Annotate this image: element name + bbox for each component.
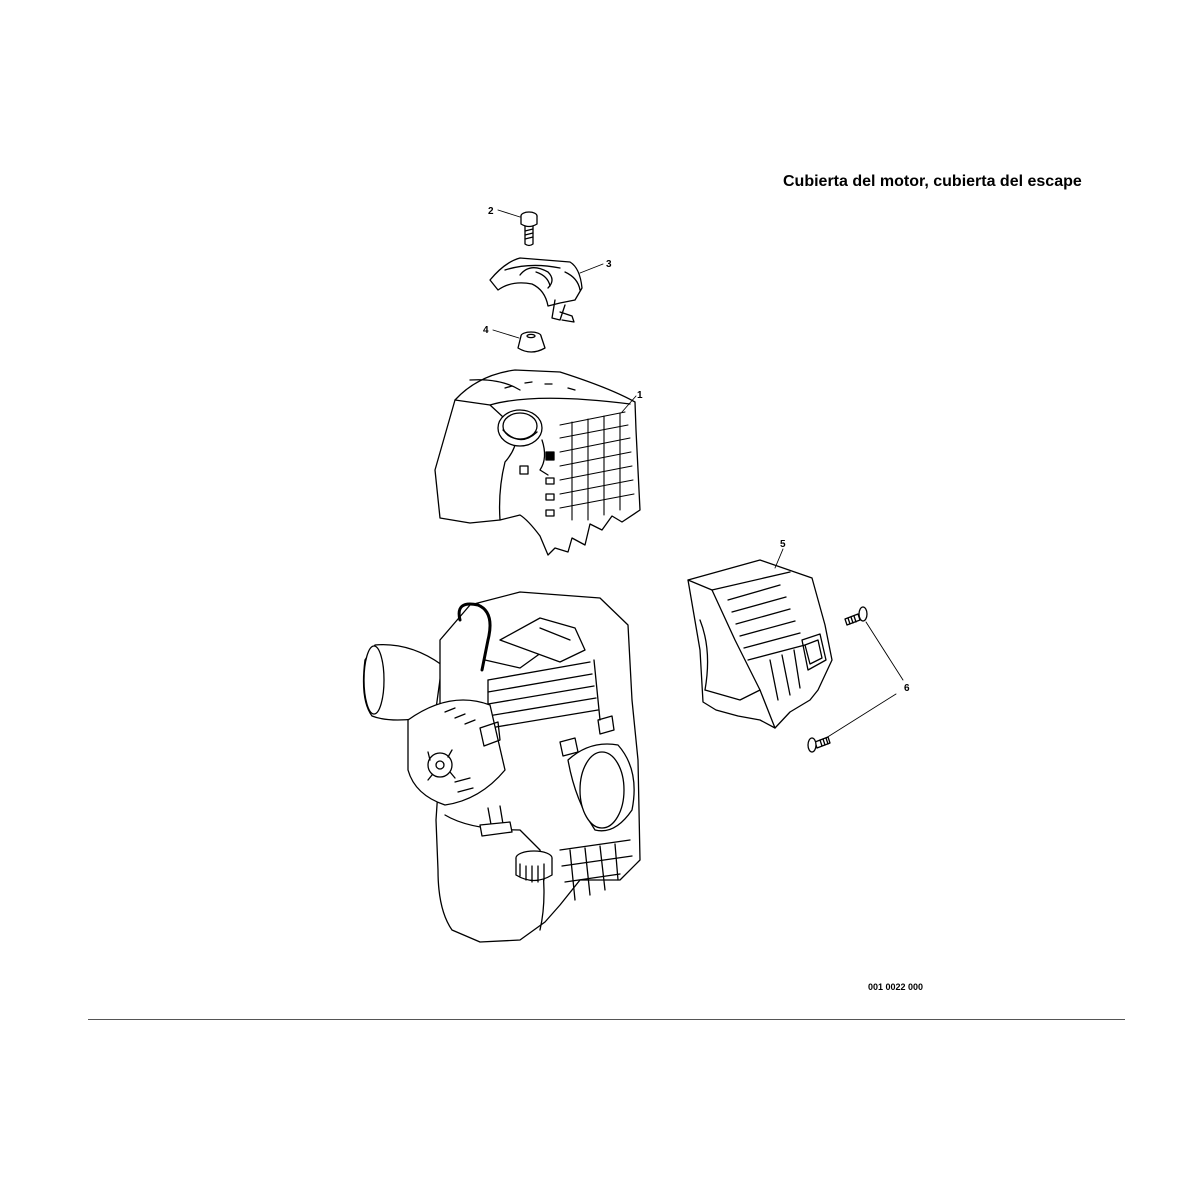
callout-6: 6 bbox=[904, 683, 910, 694]
callout-3: 3 bbox=[606, 259, 612, 270]
callout-1: 1 bbox=[637, 390, 643, 401]
callout-4: 4 bbox=[483, 325, 489, 336]
callout-labels: 2 3 4 1 5 6 bbox=[483, 206, 910, 694]
page-title: Cubierta del motor, cubierta del escape bbox=[783, 173, 1082, 190]
part-3-cover-cap bbox=[489, 257, 583, 323]
part-2-bolt bbox=[520, 211, 538, 247]
callout-2: 2 bbox=[488, 206, 494, 217]
callout-5: 5 bbox=[780, 539, 786, 550]
part-6-bolts bbox=[807, 606, 868, 753]
part-5-muffler-guard bbox=[687, 559, 833, 729]
part-1-engine-cover bbox=[434, 369, 641, 556]
footer-divider bbox=[88, 1019, 1125, 1020]
engine-assembly bbox=[362, 591, 641, 943]
part-4-grommet bbox=[517, 331, 546, 353]
drawing-code: 001 0022 000 bbox=[868, 982, 924, 992]
leader-lines bbox=[492, 209, 904, 739]
